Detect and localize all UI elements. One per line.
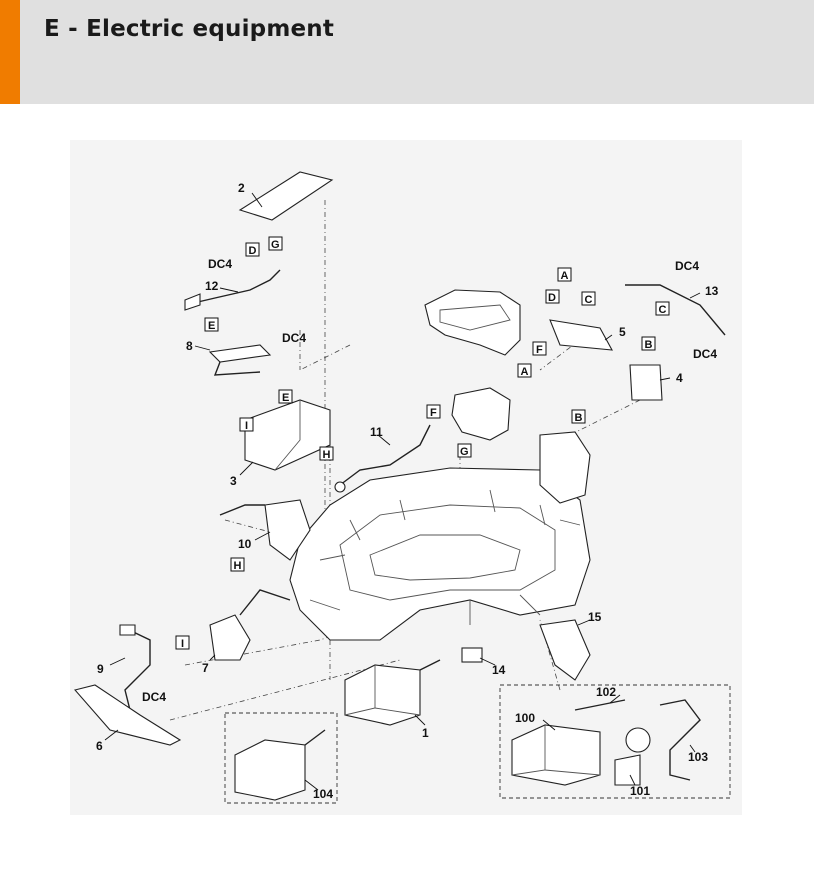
- box-g-mid: G: [460, 446, 469, 458]
- box-h-bottom: H: [234, 560, 242, 572]
- cover-part: [539, 619, 591, 681]
- box-b-right: B: [645, 339, 653, 351]
- battery-alt-group-box: [224, 712, 338, 804]
- connector-letter-boxes: D G E E I H F G A B A D C F B C H I: [175, 236, 670, 650]
- battery-kit-group-box: [499, 684, 731, 799]
- cable-part: [184, 269, 281, 306]
- box-i-bottom: I: [181, 638, 184, 650]
- board-part: [629, 364, 663, 401]
- label-103: 103: [688, 750, 708, 764]
- box-a-mid: A: [521, 366, 529, 378]
- label-9: 9: [97, 662, 104, 676]
- label-100: 100: [515, 711, 535, 725]
- label-2: 2: [238, 181, 245, 195]
- label-5: 5: [619, 325, 626, 339]
- box-f-top: F: [536, 344, 543, 356]
- box-i-left: I: [245, 420, 248, 432]
- label-dc4-top-left: DC4: [208, 257, 232, 271]
- chassis-frame: [289, 467, 591, 641]
- ribbon-cable-part: [208, 344, 272, 363]
- label-6: 6: [96, 739, 103, 753]
- label-101: 101: [630, 784, 650, 798]
- pcb-part: [549, 319, 613, 351]
- label-8: 8: [186, 339, 193, 353]
- label-14: 14: [492, 663, 506, 677]
- label-dc4-mid-left: DC4: [282, 331, 306, 345]
- cable-13-part: [625, 284, 726, 336]
- label-12: 12: [205, 279, 219, 293]
- cable-103-part: [659, 699, 701, 781]
- label-15: 15: [588, 610, 602, 624]
- box-b-mid: B: [575, 412, 583, 424]
- box-e-mid: E: [282, 392, 289, 404]
- loop-cable-part: [124, 627, 151, 711]
- battery-100-part: [511, 724, 601, 786]
- box-d-top: D: [548, 292, 556, 304]
- label-7: 7: [202, 661, 209, 675]
- cable-102-part: [574, 699, 626, 711]
- box-e-left: E: [208, 320, 215, 332]
- box-g-left: G: [271, 239, 280, 251]
- label-104: 104: [313, 787, 333, 801]
- label-dc4-bottom-left: DC4: [142, 690, 166, 704]
- sensor-cable-part: [339, 424, 431, 486]
- wing-plate-part: [73, 684, 182, 746]
- label-4: 4: [676, 371, 683, 385]
- drive-motor: [539, 431, 591, 504]
- label-3: 3: [230, 474, 237, 488]
- label-dc4-top-right: DC4: [675, 259, 699, 273]
- box-d-left: D: [249, 245, 257, 257]
- label-1: 1: [422, 726, 429, 740]
- page-title: E - Electric equipment: [44, 16, 335, 42]
- orange-accent-bar: [0, 0, 20, 104]
- page-header: E - Electric equipment: [0, 0, 814, 104]
- bracket-part: [209, 614, 251, 661]
- battery-104-part: [234, 739, 306, 801]
- gear-101-part: [625, 727, 651, 753]
- label-102: 102: [596, 685, 616, 699]
- motor-assembly: [451, 387, 511, 441]
- label-11: 11: [370, 425, 383, 439]
- harness-part: [264, 499, 311, 561]
- box-h-mid: H: [323, 449, 331, 461]
- label-13: 13: [705, 284, 719, 298]
- upper-housing: [424, 289, 521, 356]
- label-10: 10: [238, 537, 252, 551]
- box-a-top: A: [561, 270, 569, 282]
- cover-plate-part: [238, 171, 334, 221]
- box-f-mid: F: [430, 407, 437, 419]
- label-dc4-right: DC4: [693, 347, 717, 361]
- box-c-right: C: [659, 304, 667, 316]
- box-c-top: C: [585, 294, 593, 306]
- battery-part: [344, 659, 441, 726]
- warning-sticker-part: [461, 647, 483, 663]
- electronics-box-part: [244, 399, 331, 471]
